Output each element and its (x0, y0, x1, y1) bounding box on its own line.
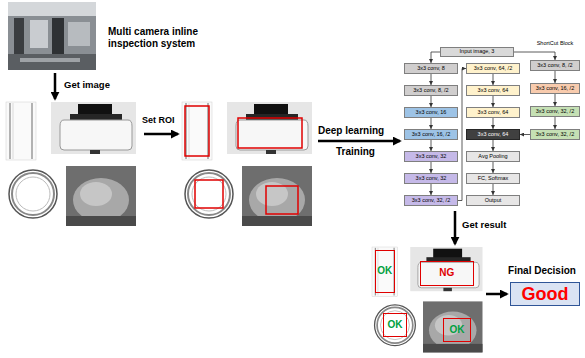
node-text: 3x3 conv, 8, /2 (413, 88, 448, 94)
layer-connector (431, 118, 432, 129)
layer-box: 3x3 conv, 8, /2 (404, 85, 458, 96)
layer-box: 3x3 conv, 8 (404, 63, 458, 74)
layer-connector (493, 74, 494, 85)
node-text: FC, Softmax (478, 176, 509, 182)
node-text: 3x3 conv, 32 (416, 154, 447, 160)
layer-connector (458, 69, 466, 201)
layer-box: Avg Pooling (466, 151, 520, 162)
node-text: Good (522, 285, 569, 304)
decision-box: Good (510, 282, 580, 306)
node-text: 3x3 conv, 16 (416, 110, 447, 116)
machine-photo (8, 2, 96, 70)
machine-photo (8, 54, 96, 70)
raw-images (6, 102, 136, 226)
node-text: OK (387, 320, 402, 331)
node-text: 3x3 conv, 8, /2 (537, 63, 572, 69)
layer-connector (514, 52, 555, 60)
layer-connector (493, 140, 494, 151)
shortcut-box: 3x3 conv, 16, /2 (530, 83, 580, 94)
node-text: 3x3 conv, 32, /2 (412, 198, 450, 204)
layer-connector (431, 140, 432, 151)
layer-box: 3x3 conv, 16, /2 (404, 129, 458, 140)
machine-photo (20, 58, 80, 62)
layer-box: 3x3 conv, 64 (466, 107, 520, 118)
flow-arrow (54, 73, 57, 99)
layer-connector (493, 96, 494, 107)
node-text: OK (449, 325, 464, 336)
result-box: NG (420, 261, 474, 287)
layer-connector (431, 74, 432, 85)
flow-arrow (454, 211, 457, 244)
layer-box: 3x3 conv, 64 (466, 85, 520, 96)
layer-box: 3x3 conv, 64, /2 (466, 63, 520, 74)
input-box: Input image, 3 (440, 47, 514, 57)
node-text: 3x3 conv, 64 (478, 132, 509, 138)
node-text: OK (377, 266, 392, 277)
machine-photo (8, 2, 96, 70)
roi-box (185, 106, 302, 214)
step-label: Get image (64, 80, 110, 91)
node-text: 3x3 conv, 64, /2 (474, 66, 512, 72)
layer-box: Output (466, 195, 520, 206)
layer-connector (520, 134, 530, 135)
node-text: 3x3 conv, 32, /2 (536, 132, 574, 138)
result-box: OK (443, 318, 470, 342)
step-label: Training (336, 146, 375, 158)
node-text: 3x3 conv, 32 (416, 176, 447, 182)
flow-arrow (144, 133, 178, 136)
node-text: 3x3 conv, 64 (478, 88, 509, 94)
result-box: OK (383, 313, 407, 337)
node-text: Output (485, 198, 502, 204)
layer-connector (555, 117, 556, 129)
decision-label: Final Decision (500, 265, 584, 277)
layer-connector (431, 184, 432, 195)
node-text: 3x3 conv, 8 (417, 66, 445, 72)
step-label: Get result (462, 220, 506, 231)
node-text: 3x3 conv, 16, /2 (536, 86, 574, 92)
roi-images (182, 102, 312, 226)
layer-box: 3x3 conv, 32 (404, 151, 458, 162)
node-text: NG (439, 268, 454, 279)
node-text: 3x3 conv, 32, /2 (536, 109, 574, 115)
machine-photo (14, 18, 24, 58)
node-text: Avg Pooling (478, 154, 507, 160)
result-images (372, 247, 483, 352)
shortcut-box: 3x3 conv, 32, /2 (530, 106, 580, 117)
layer-connector (431, 162, 432, 173)
layer-connector (493, 184, 494, 195)
machine-photo (30, 20, 48, 48)
roi-box (195, 180, 223, 208)
layer-box: 3x3 conv, 32 (404, 173, 458, 184)
roi-box (266, 186, 298, 214)
layer-connector (493, 118, 494, 129)
system-title: Multi camera inline inspection system (108, 26, 220, 49)
step-label: Deep learning (318, 125, 384, 137)
result-box: OK (375, 250, 395, 293)
node-text: Input image, 3 (460, 49, 495, 55)
layer-box: 3x3 conv, 32, /2 (404, 195, 458, 206)
node-text: 3x3 conv, 16, /2 (412, 132, 450, 138)
layer-connector (493, 162, 494, 173)
block-label: ShortCut Block (530, 40, 580, 46)
machine-photo (68, 22, 90, 46)
node-text: 3x3 conv, 64 (478, 110, 509, 116)
layer-box: 3x3 conv, 16 (404, 107, 458, 118)
layer-connector (431, 96, 432, 107)
layer-box: FC, Softmax (466, 173, 520, 184)
layer-connector (555, 94, 556, 106)
step-label: Set ROI (142, 115, 175, 125)
layer-connector (431, 52, 440, 63)
shortcut-box: 3x3 conv, 8, /2 (530, 60, 580, 71)
shortcut-box: 3x3 conv, 32, /2 (530, 129, 580, 140)
machine-photo (8, 2, 96, 16)
flow-arrow (486, 293, 507, 296)
roi-box (238, 118, 302, 148)
machine-photo (52, 18, 64, 56)
flow-arrow (318, 140, 400, 143)
roi-box (185, 106, 209, 156)
layer-box: 3x3 conv, 64 (466, 129, 520, 140)
layer-connector (555, 71, 556, 83)
